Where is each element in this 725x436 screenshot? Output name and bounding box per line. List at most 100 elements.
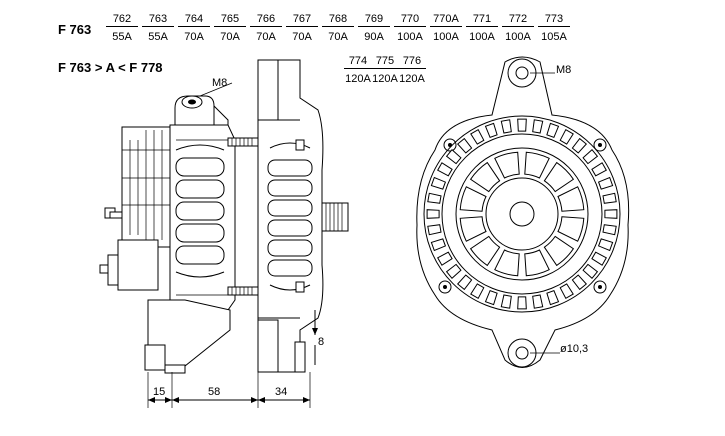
inner-window bbox=[543, 235, 575, 267]
vent-slot bbox=[582, 148, 599, 165]
vent-slot bbox=[602, 224, 617, 236]
vent-slot bbox=[582, 263, 599, 280]
inner-window bbox=[469, 235, 501, 267]
vent-slot bbox=[427, 192, 442, 204]
inner-window bbox=[543, 161, 575, 193]
dim-58: 58 bbox=[208, 386, 220, 398]
vent-slot bbox=[591, 251, 607, 266]
variant-row1-code: 770A bbox=[430, 12, 462, 27]
vent-slot bbox=[500, 119, 512, 134]
variant-row1-amps: 70A bbox=[220, 31, 240, 43]
thread-label-side: M8 bbox=[212, 77, 227, 89]
variant-row1-amps: 100A bbox=[397, 31, 423, 43]
vent-slot bbox=[571, 274, 588, 291]
variant-row1-amps: 70A bbox=[184, 31, 204, 43]
dim-34: 34 bbox=[275, 386, 287, 398]
vent-slot bbox=[532, 119, 544, 134]
vent-slot bbox=[559, 283, 574, 299]
vent-slot bbox=[470, 283, 485, 299]
variant-row2-code: 776 bbox=[398, 54, 426, 69]
vent-slot bbox=[517, 296, 527, 310]
regulator-housing bbox=[121, 126, 173, 248]
inner-window bbox=[459, 186, 487, 212]
vent-slot bbox=[604, 209, 618, 219]
variant-row2-cell: 774 120A bbox=[344, 54, 372, 86]
variant-row1-code: 763 bbox=[142, 12, 174, 27]
inner-windows bbox=[459, 151, 585, 277]
vent-slot bbox=[430, 238, 447, 252]
variant-row1-amps: 105A bbox=[541, 31, 567, 43]
variant-row2-code: 775 bbox=[371, 54, 399, 69]
inner-window bbox=[557, 186, 585, 212]
vent-slot bbox=[500, 294, 512, 309]
vent-slot bbox=[456, 274, 473, 291]
variant-row1-code: 769 bbox=[358, 12, 390, 27]
vent-slot bbox=[571, 137, 588, 154]
range-label: F 763 > A < F 778 bbox=[58, 60, 163, 75]
variant-row1-code: 771 bbox=[466, 12, 498, 27]
inner-window bbox=[494, 151, 520, 179]
offset-label: 8 bbox=[318, 336, 324, 348]
variant-row1-cell: 770 100A bbox=[394, 12, 426, 44]
inner-window bbox=[469, 161, 501, 193]
variant-row1-amps: 70A bbox=[292, 31, 312, 43]
hole-diameter-label: ø10,3 bbox=[560, 343, 588, 355]
inner-window bbox=[524, 151, 550, 179]
vent-slot bbox=[532, 294, 544, 309]
side-view bbox=[99, 59, 349, 374]
variant-row1-code: 768 bbox=[322, 12, 354, 27]
vent-slot bbox=[559, 129, 574, 145]
variant-row2-code: 774 bbox=[344, 54, 372, 69]
vent-slot bbox=[470, 129, 485, 145]
vent-slot bbox=[445, 148, 462, 165]
vent-slot bbox=[437, 251, 453, 266]
variant-row2-amps: 120A bbox=[399, 73, 425, 85]
dim-15: 15 bbox=[153, 386, 165, 398]
vent-slot bbox=[546, 289, 560, 306]
variant-row1-amps: 55A bbox=[148, 31, 168, 43]
variant-row1-code: 764 bbox=[178, 12, 210, 27]
vent-slot bbox=[546, 122, 560, 139]
variant-row1-code: 772 bbox=[502, 12, 534, 27]
vent-slot bbox=[602, 192, 617, 204]
variant-row1-amps: 70A bbox=[256, 31, 276, 43]
variant-row1-code: 767 bbox=[286, 12, 318, 27]
vent-slot bbox=[591, 162, 607, 177]
model-label: F 763 bbox=[58, 22, 92, 37]
variant-row2-amps: 120A bbox=[345, 73, 371, 85]
vent-slot bbox=[445, 263, 462, 280]
front-view bbox=[416, 56, 630, 368]
front-fins bbox=[267, 159, 313, 277]
vent-slot bbox=[426, 209, 440, 219]
vent-slot bbox=[597, 238, 614, 252]
variant-row2-cell: 776 120A bbox=[398, 54, 426, 86]
inner-window bbox=[459, 216, 487, 242]
vent-slot bbox=[597, 176, 614, 190]
rear-fins bbox=[175, 157, 225, 265]
thread-label-front: M8 bbox=[556, 64, 571, 76]
variant-row1-code: 770 bbox=[394, 12, 426, 27]
vent-slots bbox=[426, 118, 618, 310]
vent-slot bbox=[484, 122, 498, 139]
variant-row1-code: 762 bbox=[106, 12, 138, 27]
variant-row1-amps: 90A bbox=[364, 31, 384, 43]
vent-slot bbox=[484, 289, 498, 306]
vent-slot bbox=[456, 137, 473, 154]
